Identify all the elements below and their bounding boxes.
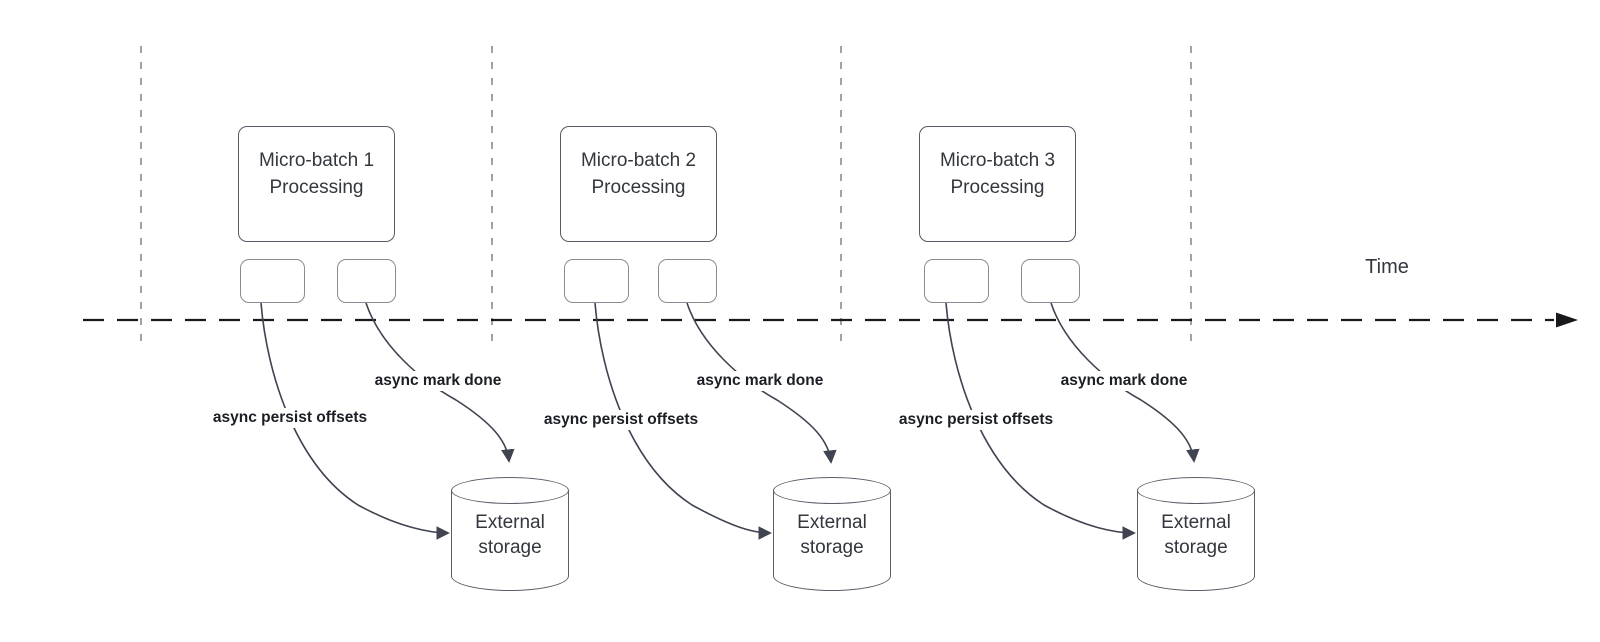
mark-done-label-3: async mark done (1056, 371, 1192, 391)
interval-dividers (140, 46, 1192, 341)
external-storage-cylinder-2: External storage (773, 477, 891, 591)
cylinder-top-ellipse (773, 477, 891, 504)
micro-batch-1-title-line1: Micro-batch 1 (258, 150, 375, 172)
external-storage-label-2-line1: External (797, 512, 867, 533)
external-storage-label-1: External storage (451, 510, 569, 561)
cylinder-body (1137, 490, 1255, 591)
time-axis-label: Time (1365, 256, 1409, 278)
external-storage-cylinder-1: External storage (451, 477, 569, 591)
persist-offsets-label-1: async persist offsets (208, 408, 372, 428)
offset-task-box-2 (564, 259, 629, 303)
cylinder-body (773, 490, 891, 591)
external-storage-label-1-line2: storage (478, 537, 542, 559)
external-storage-label-3: External storage (1137, 510, 1255, 561)
external-storage-label-3-line2: storage (1164, 537, 1228, 559)
external-storage-cylinder-3: External storage (1137, 477, 1255, 591)
mark-done-curve-3 (1050, 302, 1200, 463)
done-task-box-1 (337, 259, 396, 303)
external-storage-label-2: External storage (773, 510, 891, 561)
micro-batch-1-title-line2: Processing (269, 177, 364, 198)
micro-batch-2-box: Micro-batch 2 Processing (560, 126, 717, 242)
offset-task-box-1 (240, 259, 305, 303)
micro-batch-3-title-line2: Processing (950, 177, 1045, 198)
micro-batch-3-title-line1: Micro-batch 3 (939, 150, 1056, 172)
micro-batch-2-title-line1: Micro-batch 2 (580, 150, 697, 172)
persist-offsets-curve-1 (260, 302, 450, 540)
done-task-box-3 (1021, 259, 1080, 303)
persist-offsets-label-3: async persist offsets (894, 410, 1058, 430)
external-storage-label-3-line1: External (1161, 512, 1231, 533)
cylinder-top-ellipse (451, 477, 569, 504)
micro-batch-3-box: Micro-batch 3 Processing (919, 126, 1076, 242)
time-axis-arrowhead-icon (1556, 312, 1578, 328)
flow-curves (260, 302, 1200, 540)
done-task-box-2 (658, 259, 717, 303)
external-storage-label-1-line1: External (475, 512, 545, 533)
persist-offsets-curve-2 (594, 302, 772, 540)
cylinder-top-ellipse (1137, 477, 1255, 504)
persist-offsets-label-2: async persist offsets (539, 410, 703, 430)
micro-batch-2-title-line2: Processing (591, 177, 686, 198)
mark-done-curve-1 (365, 302, 515, 463)
mark-done-label-1: async mark done (370, 371, 506, 391)
external-storage-label-2-line2: storage (800, 537, 864, 559)
mark-done-curve-2 (686, 302, 837, 464)
persist-offsets-curve-3 (945, 302, 1136, 540)
micro-batch-1-box: Micro-batch 1 Processing (238, 126, 395, 242)
offset-task-box-3 (924, 259, 989, 303)
cylinder-body (451, 490, 569, 591)
mark-done-label-2: async mark done (692, 371, 828, 391)
